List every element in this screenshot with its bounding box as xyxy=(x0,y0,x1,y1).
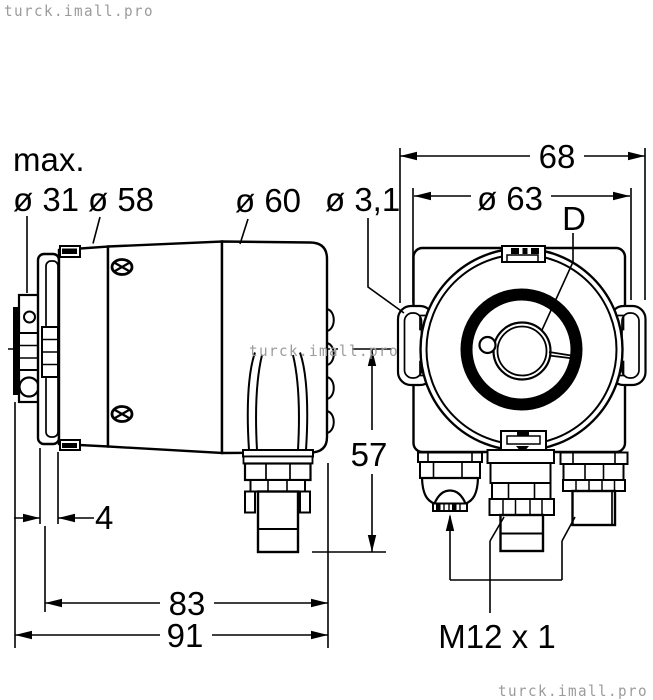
dim-front-housing-diameter: ø 58 xyxy=(88,181,154,244)
front-face-black-ring xyxy=(460,288,583,411)
keyway-hole xyxy=(478,335,497,355)
dim-label-dia60: ø 60 xyxy=(235,182,301,219)
dim-label-m12x1: M12 x 1 xyxy=(438,618,555,655)
dim-label-D: D xyxy=(562,200,586,237)
connector-m12-side xyxy=(242,352,314,554)
watermark-top-left: turck.imall.pro xyxy=(4,2,154,20)
connector-m12-right xyxy=(559,451,629,527)
mounting-flange xyxy=(36,252,61,446)
dim-overall-length: 91 xyxy=(14,402,328,654)
dim-label-83: 83 xyxy=(169,585,206,622)
dim-flange-thickness: 4 xyxy=(14,448,113,536)
front-face-circles xyxy=(419,247,624,452)
dim-label-max: max. xyxy=(13,141,85,178)
dimension-annotations: max. ø 31 ø 58 ø 60 4 xyxy=(13,138,646,655)
encoder-shaft-clamp xyxy=(13,293,40,404)
dim-label-dia31mm: ø 3,1 xyxy=(325,181,400,218)
dim-housing-diameter: ø 63 xyxy=(412,180,632,303)
side-view xyxy=(8,240,338,554)
hollow-shaft-bore xyxy=(496,325,548,377)
dim-label-dia58: ø 58 xyxy=(88,181,154,218)
dim-shaft-clamp-diameter: max. ø 31 xyxy=(13,141,85,293)
dim-connector-thread: M12 x 1 xyxy=(438,514,576,655)
dim-shaft-bore: D xyxy=(541,200,586,331)
watermark-bottom-right: turck.imall.pro xyxy=(498,682,648,700)
connector-cable-gland xyxy=(417,451,483,512)
dim-axis-to-connector-bottom: 57 xyxy=(312,348,392,553)
watermarks: turck.imall.pro turck.imall.pro turck.im… xyxy=(4,2,648,700)
dim-overall-width: 68 xyxy=(399,138,646,303)
watermark-center: turck.imall.pro xyxy=(249,342,399,360)
dim-mounting-hole-diameter: ø 3,1 xyxy=(325,181,405,314)
dim-label-68: 68 xyxy=(539,138,576,175)
dim-label-91: 91 xyxy=(167,617,204,654)
clamp-slit xyxy=(548,351,578,358)
dim-label-4: 4 xyxy=(95,499,113,536)
housing-screw-bottom xyxy=(110,405,134,423)
dim-label-57: 57 xyxy=(351,436,388,473)
dim-label-dia31: ø 31 xyxy=(13,181,79,218)
connector-m12-middle xyxy=(486,449,555,553)
top-cap-tab xyxy=(501,245,546,263)
housing-screw-top xyxy=(110,258,134,276)
dim-housing-length: 83 xyxy=(44,463,329,648)
rear-cap-scallops xyxy=(326,308,335,434)
dim-label-dia63: ø 63 xyxy=(477,180,543,217)
front-view xyxy=(396,245,647,553)
dim-rear-housing-diameter: ø 60 xyxy=(235,182,301,245)
bottom-cap-tab xyxy=(500,430,547,454)
hollow-shaft-outer xyxy=(492,321,552,381)
